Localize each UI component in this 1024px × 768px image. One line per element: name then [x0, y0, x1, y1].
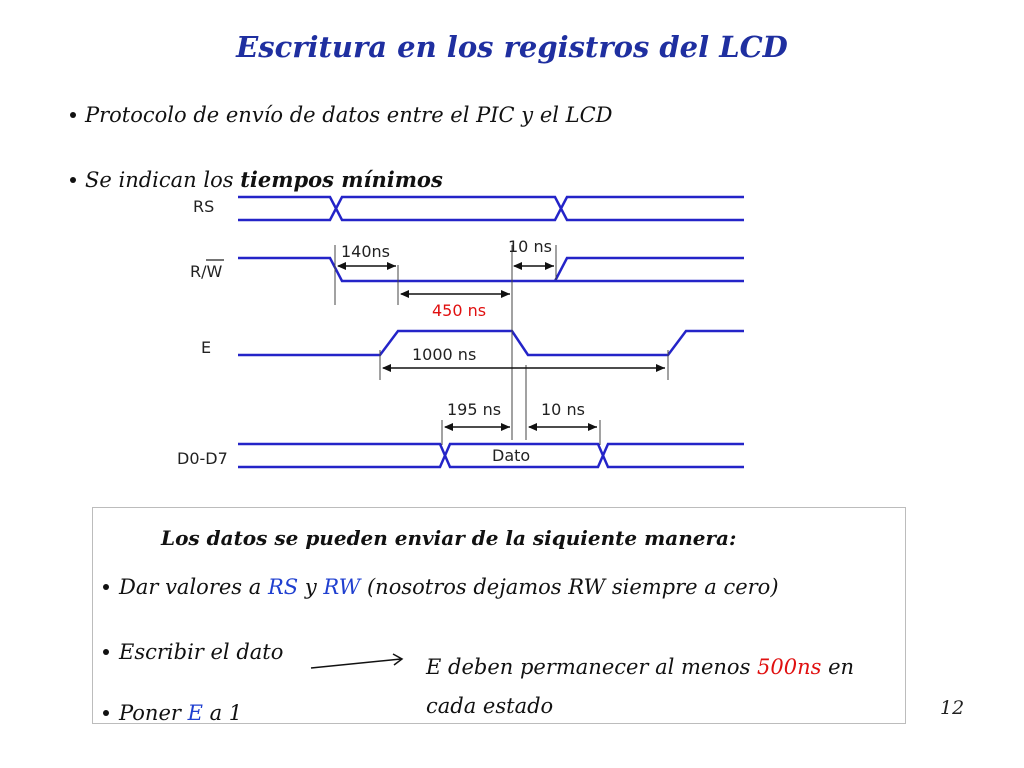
note-text-b: en cada estado [426, 655, 855, 718]
label-10ns-rw: 10 ns [508, 237, 552, 256]
steps-box-title: Los datos se pueden enviar de la siquien… [161, 526, 737, 550]
bullet-dot [103, 709, 109, 716]
timing-note: E deben permanecer al menos 500ns en cad… [426, 648, 906, 726]
bullet-protocol-text: Protocolo de envío de datos entre el PIC… [85, 103, 613, 127]
step1-rs: RS [267, 575, 299, 599]
signal-label-e: E [201, 338, 211, 357]
step3-text-b: a 1 [202, 701, 243, 725]
rw-waveform [238, 256, 744, 283]
bullet-dot [103, 648, 109, 655]
label-1000ns: 1000 ns [412, 345, 476, 364]
e-waveform [238, 329, 744, 357]
signal-label-d0-d7: D0-D7 [177, 449, 228, 468]
bullet-min-times: Se indican los tiempos mínimos [70, 167, 443, 192]
data-bus-label: Dato [492, 446, 530, 465]
page-number: 12 [940, 697, 965, 719]
bullet-dot [70, 176, 76, 183]
bullet-min-times-bold: tiempos mínimos [240, 167, 443, 192]
step-set-e: Poner E a 1 [103, 701, 242, 725]
data-bus-waveform [238, 442, 744, 469]
label-450ns: 450 ns [432, 301, 486, 320]
step1-text-c: (nosotros dejamos RW siempre a cero) [360, 575, 779, 599]
signal-label-rs: RS [193, 197, 214, 216]
bullet-dot [103, 583, 109, 590]
step1-rw: RW [323, 575, 361, 599]
step1-text-b: y [298, 575, 324, 599]
label-10ns-data: 10 ns [541, 400, 585, 419]
note-text-a: E deben permanecer al menos [426, 655, 758, 679]
slide-title: Escritura en los registros del LCD [236, 30, 788, 64]
step-set-rs-rw: Dar valores a RS y RW (nosotros dejamos … [103, 575, 779, 599]
bullet-protocol: Protocolo de envío de datos entre el PIC… [70, 103, 613, 127]
step3-e: E [187, 701, 203, 725]
signal-label-rw: R/W [190, 262, 223, 281]
note-value: 500ns [757, 655, 822, 679]
timing-diagram: RS R/W E D0-D7 Dato 140ns 10 ns 450 ns [177, 195, 744, 469]
steps-box: Los datos se pueden enviar de la siquien… [92, 507, 906, 726]
rs-waveform [238, 195, 744, 222]
label-195ns: 195 ns [447, 400, 501, 419]
step2-text: Escribir el dato [119, 640, 284, 664]
label-140ns: 140ns [341, 242, 390, 261]
step-write-data: Escribir el dato [103, 640, 283, 664]
step3-text-a: Poner [119, 701, 188, 725]
step1-text-a: Dar valores a [119, 575, 268, 599]
bullet-min-times-prefix: Se indican los [85, 168, 241, 192]
timing-reference-lines [334, 245, 669, 445]
bullet-dot [70, 111, 76, 118]
note-arrow [310, 653, 404, 669]
